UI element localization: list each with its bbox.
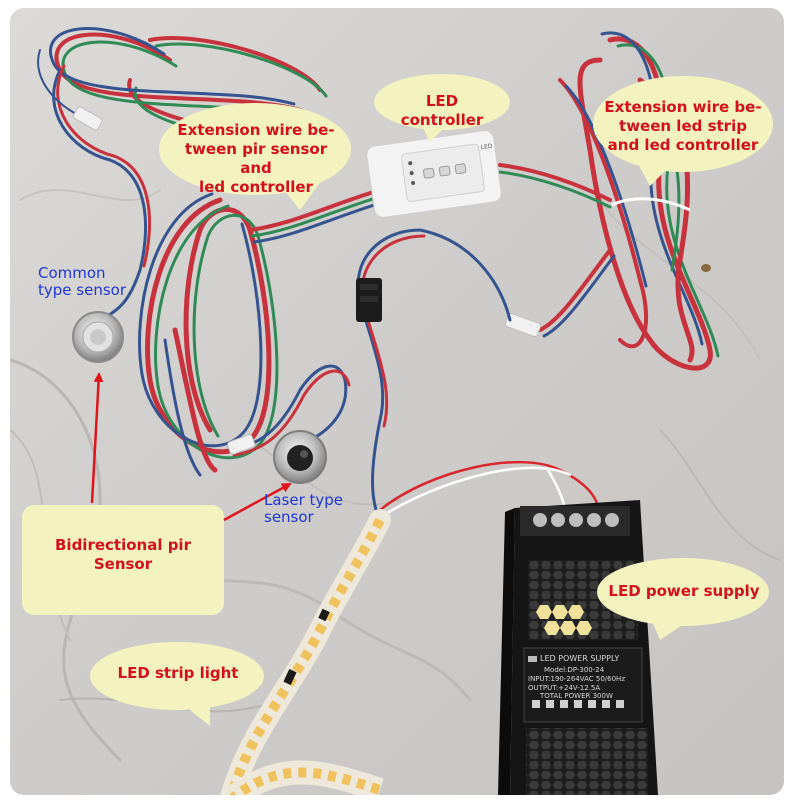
psu-model: Model:DP-300-24	[544, 666, 605, 674]
callout-led-controller	[374, 74, 510, 130]
label-common-sensor: Common type sensor	[38, 264, 126, 299]
psu-title: LED POWER SUPPLY	[540, 654, 620, 663]
strip-connector	[504, 312, 542, 338]
callout-power-supply	[597, 558, 769, 626]
label-ext-wire-strip: Extension wire be- tween led strip and l…	[604, 98, 762, 154]
sensor-connector	[72, 106, 103, 131]
callout-ext-wire-strip	[593, 76, 773, 172]
callout-bubbles	[90, 74, 773, 726]
psu-output: OUTPUT:+24V-12.5A	[528, 684, 601, 692]
pointer-arrows	[90, 372, 292, 522]
white-cable-tie	[611, 197, 691, 212]
psu-power: TOTAL POWER 300W	[540, 692, 613, 700]
callout-bidirectional-pir	[22, 505, 224, 615]
laser-sensor-connector	[227, 434, 256, 455]
label-power-supply: LED power supply	[608, 582, 760, 600]
label-ext-wire-pir: Extension wire be- tween pir sensor and …	[177, 121, 335, 196]
callout-strip-light	[90, 642, 264, 710]
label-strip-light: LED strip light	[117, 664, 239, 682]
label-bidirectional-pir: Bidirectional pir Sensor	[55, 536, 191, 573]
callout-ext-wire-pir	[159, 103, 351, 195]
power-supply-unit	[498, 500, 658, 795]
psu-input: INPUT:190-264VAC 50/60Hz	[528, 675, 625, 683]
cable-tie-knot	[701, 264, 711, 272]
pir-extension-coil	[138, 188, 386, 477]
common-type-sensor	[72, 311, 124, 363]
controller-badge: LED	[480, 143, 493, 152]
led-strip	[219, 509, 391, 795]
led-controller-box: LED	[366, 130, 502, 218]
label-led-controller: LED controller	[400, 92, 484, 129]
laser-type-sensor	[273, 430, 327, 484]
label-laser-sensor: Laser type sensor	[264, 491, 344, 526]
